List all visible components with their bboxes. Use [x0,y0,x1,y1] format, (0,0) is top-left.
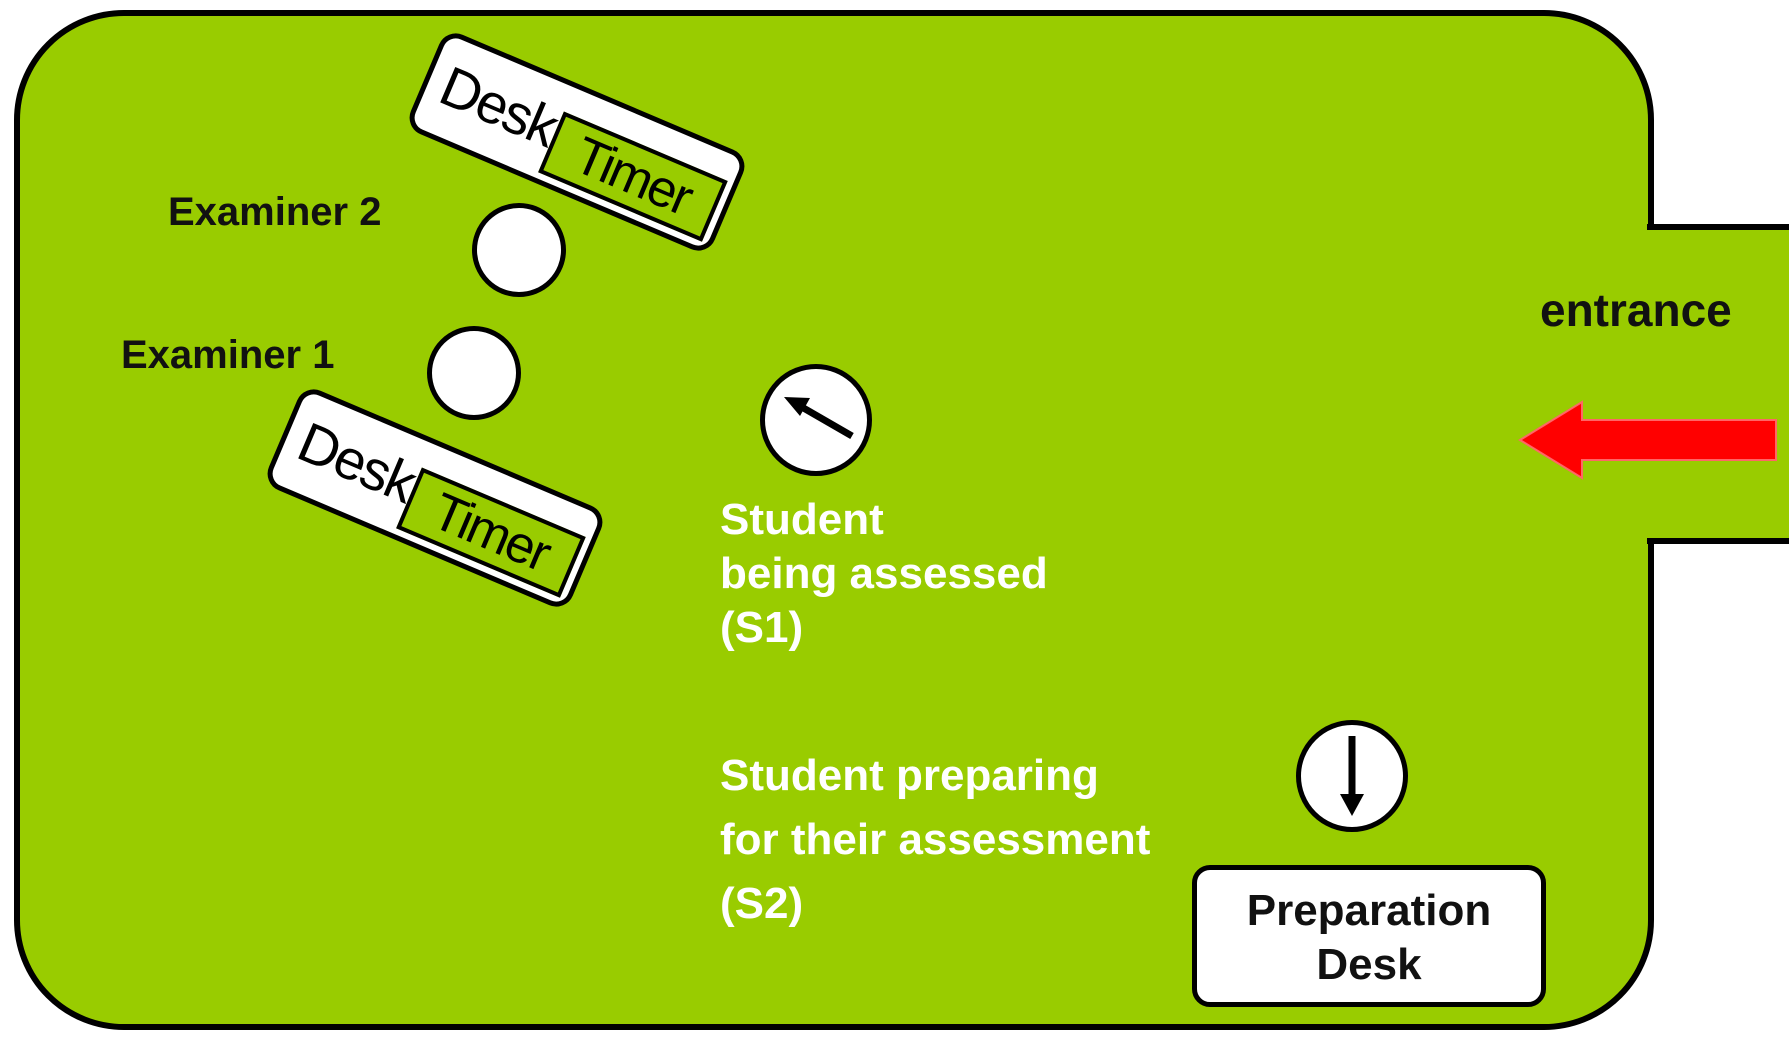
examiner-1-label: Examiner 1 [121,333,335,377]
examiner-1-seat [427,326,521,420]
preparation-desk-line2: Desk [1316,940,1422,989]
entrance-label: entrance [1540,284,1732,336]
student-s2-line2: for their assessment [720,815,1151,864]
student-s1-line2: being assessed [720,549,1048,598]
student-s2-label: Student preparing for their assessment (… [720,744,1150,936]
student-s2-line3: (S2) [720,879,804,928]
preparation-desk-line1: Preparation [1246,886,1492,935]
exam-room [14,10,1654,1030]
student-s1-line3: (S1) [720,603,804,652]
examiner-2-label: Examiner 2 [168,190,382,234]
arrow-down-icon [1340,736,1364,816]
entrance-arrow-icon [1518,400,1777,480]
student-s1-label: Student being assessed (S1) [720,493,1048,655]
examiner-2-seat [472,203,566,297]
preparation-desk: Preparation Desk [1192,865,1546,1007]
arrow-up-left-icon [784,397,854,440]
student-s1-line1: Student [720,495,884,544]
student-s1-seat [760,364,872,476]
student-s2-line1: Student preparing [720,751,1099,800]
entrance-doorway [1647,224,1789,544]
